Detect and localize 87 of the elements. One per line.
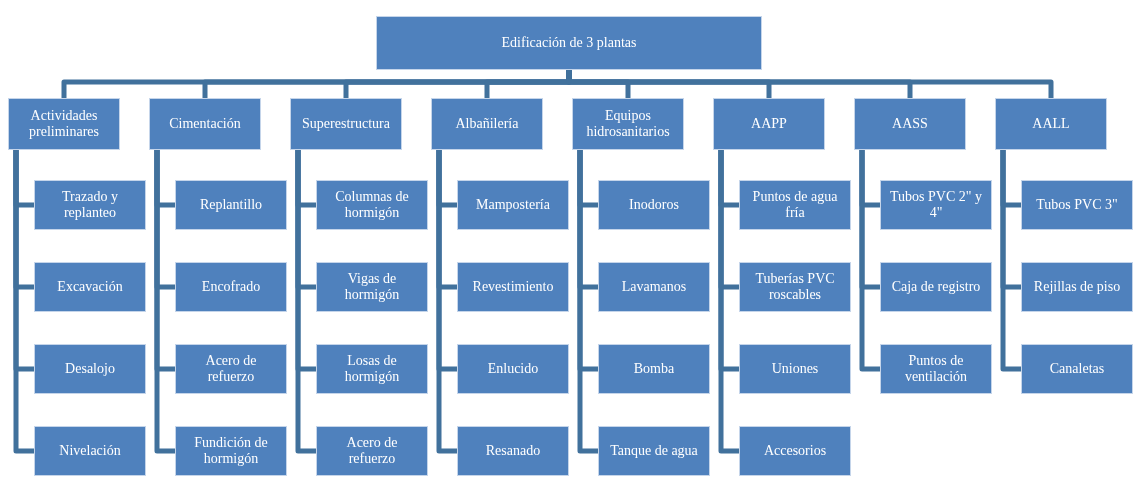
box-label: AALL [1032, 115, 1070, 133]
box-label: Caja de registro [891, 278, 981, 296]
box-label: Tanque de agua [610, 442, 698, 460]
wbs-box [713, 98, 825, 150]
connector-line [718, 150, 739, 454]
wbs-box [175, 426, 287, 476]
wbs-box [739, 180, 851, 230]
wbs-box [316, 344, 428, 394]
box-label: Mampostería [476, 196, 550, 214]
wbs-box [34, 426, 146, 476]
box-label: Vigas de hormigón [343, 270, 401, 304]
box-label: Nivelación [59, 442, 121, 460]
wbs-box [431, 98, 543, 150]
box-label: Trazado y replanteo [61, 188, 119, 222]
connector-line [566, 70, 1054, 98]
connector-line [577, 150, 598, 454]
wbs-box [854, 98, 966, 150]
box-label: Puntos de ventilación [903, 352, 969, 386]
wbs-box [290, 98, 402, 150]
wbs-box [598, 262, 710, 312]
box-label: Revestimiento [472, 278, 554, 296]
wbs-box [175, 180, 287, 230]
box-label: Tubos PVC 2" y 4" [889, 188, 983, 222]
wbs-box [316, 262, 428, 312]
connector-line [13, 150, 34, 454]
box-label: Columnas de hormigón [334, 188, 410, 222]
box-label: Actividades preliminares [28, 107, 100, 141]
box-label: Superestructura [302, 115, 390, 133]
wbs-box [175, 344, 287, 394]
box-label: Equipos hidrosanitarios [585, 107, 671, 141]
box-label: Replantillo [199, 196, 263, 214]
wbs-box [1021, 180, 1133, 230]
box-label: Lavamanos [621, 278, 687, 296]
wbs-box [34, 180, 146, 230]
box-label: Puntos de agua fría [751, 188, 839, 222]
wbs-box [34, 262, 146, 312]
connector-line [154, 150, 175, 454]
box-label: Albañilería [455, 115, 519, 133]
wbs-box [1021, 262, 1133, 312]
wbs-box [880, 262, 992, 312]
box-label: Rejillas de piso [1033, 278, 1121, 296]
connector-line [436, 150, 457, 454]
wbs-box [316, 426, 428, 476]
connector-line [1000, 150, 1021, 372]
box-label: Encofrado [201, 278, 261, 296]
box-label: Excavación [57, 278, 123, 296]
box-label: Uniones [771, 360, 819, 378]
wbs-box [175, 262, 287, 312]
wbs-box [457, 262, 569, 312]
box-label: Inodoros [629, 196, 679, 214]
wbs-box [995, 98, 1107, 150]
wbs-box [316, 180, 428, 230]
wbs-box [457, 344, 569, 394]
box-label: Bomba [633, 360, 675, 378]
wbs-box [739, 426, 851, 476]
box-label: AAPP [751, 115, 787, 133]
box-label: Losas de hormigón [343, 352, 401, 386]
box-label: Enlucido [487, 360, 539, 378]
box-label: Fundición de hormigón [193, 434, 269, 468]
wbs-box [8, 98, 120, 150]
wbs-box [149, 98, 261, 150]
wbs-box [598, 344, 710, 394]
wbs-box [880, 344, 992, 394]
connector-line [859, 150, 880, 372]
wbs-box [739, 344, 851, 394]
wbs-box [880, 180, 992, 230]
wbs-box [572, 98, 684, 150]
box-label: Desalojo [65, 360, 115, 378]
box-label: Edificación de 3 plantas [501, 34, 637, 52]
box-label: Tubos PVC 3" [1036, 196, 1118, 214]
wbs-box [598, 180, 710, 230]
connector-line [295, 150, 316, 454]
wbs-box [598, 426, 710, 476]
box-label: Accesorios [763, 442, 827, 460]
box-label: Canaletas [1049, 360, 1105, 378]
wbs-box [376, 16, 762, 70]
box-label: AASS [892, 115, 928, 133]
wbs-box [739, 262, 851, 312]
box-label: Resanado [485, 442, 541, 460]
wbs-box [34, 344, 146, 394]
wbs-box [457, 426, 569, 476]
wbs-box [457, 180, 569, 230]
box-label: Acero de refuerzo [345, 434, 399, 468]
box-label: Cimentación [169, 115, 241, 133]
box-label: Acero de refuerzo [204, 352, 258, 386]
box-label: Tuberías PVC roscables [754, 270, 836, 304]
wbs-box [1021, 344, 1133, 394]
